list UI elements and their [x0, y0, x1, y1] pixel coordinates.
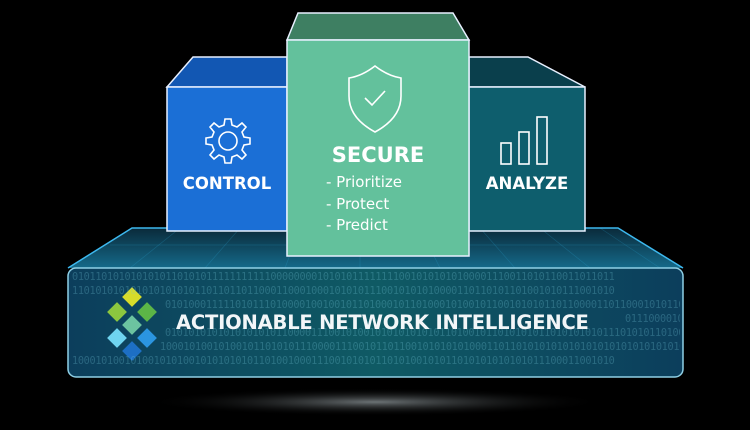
secure-item: - Protect	[326, 195, 390, 213]
platform-shadow	[145, 388, 605, 416]
diamond-grid-logo	[107, 287, 157, 361]
analyze-label: ANALYZE	[485, 174, 569, 193]
secure-box-top	[285, 12, 471, 41]
platform-title: ACTIONABLE NETWORK INTELLIGENCE	[176, 311, 589, 334]
control-box-front	[166, 86, 288, 232]
platform-front	[67, 267, 684, 378]
binary-row: 0111000010000101011010110101100001101010…	[625, 314, 680, 325]
secure-item: - Prioritize	[326, 173, 402, 191]
control-box-top	[165, 56, 288, 88]
binary-row: 1000101001010010101001010101010110100100…	[72, 356, 615, 367]
secure-item: - Predict	[326, 216, 388, 234]
binary-row: 0101101010101010110101011111111111000000…	[72, 272, 615, 283]
analyze-box-top	[468, 56, 586, 88]
secure-box-front	[286, 39, 470, 257]
binary-row: 0101010101010101010110000111001010010101…	[165, 328, 680, 339]
binary-row: 0101000111110101110100001001001011010001…	[165, 300, 680, 311]
binary-row: 1000101001010010110101011100001110010110…	[160, 342, 680, 353]
gear-icon	[205, 118, 251, 164]
secure-label: SECURE	[331, 143, 425, 167]
binary-row: 1101010101010101010101101101101100011000…	[72, 286, 615, 297]
bar-chart-icon	[500, 116, 548, 165]
shield-check-icon	[348, 64, 402, 133]
control-label: CONTROL	[182, 174, 272, 193]
analyze-box-front	[468, 86, 586, 232]
